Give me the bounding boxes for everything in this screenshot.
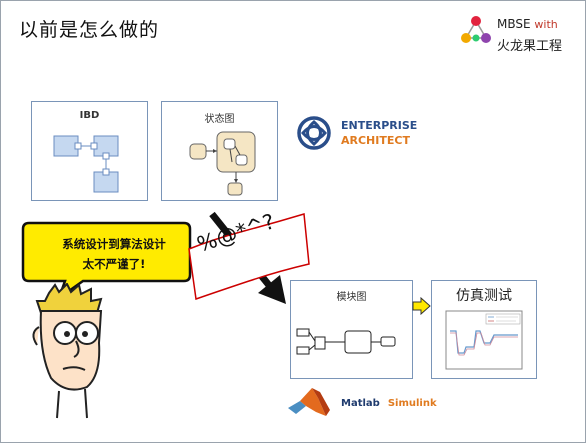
module-diagram-label: 模块图 <box>336 292 367 303</box>
simulation-test-label: 仿真测试 <box>456 288 512 304</box>
ibd-blocks-graphic <box>53 135 119 193</box>
state-machine-graphic <box>189 131 256 196</box>
right-arrow-icon <box>412 297 431 315</box>
speech-bubble-text: 系统设计到算法设计 太不严谨了! <box>62 237 166 271</box>
brand-subtitle: 火龙果工程 <box>497 39 563 54</box>
ibd-diagram: IBD <box>31 101 148 201</box>
simulation-plot-graphic <box>445 310 523 370</box>
brand-name: MBSE with <box>497 17 558 31</box>
module-diagram: 模块图 <box>290 280 413 379</box>
brand-logo-icon <box>461 16 491 43</box>
ibd-label: IBD <box>79 110 100 121</box>
page-title: 以前是怎么做的 <box>19 19 160 41</box>
state-diagram: 状态图 <box>161 101 278 201</box>
module-blocks-graphic <box>296 328 396 355</box>
ribbon-banner <box>188 213 310 301</box>
enterprise-architect-logo-icon <box>297 116 331 150</box>
matlab-logo-icon <box>288 388 330 416</box>
enterprise-architect-wordmark: ENTERPRISE ARCHITECT <box>341 119 418 147</box>
state-diagram-label: 状态图 <box>204 114 235 125</box>
simulation-test: 仿真测试 <box>431 280 537 379</box>
speech-bubble <box>21 221 192 301</box>
cartoon-face-icon <box>32 283 103 419</box>
